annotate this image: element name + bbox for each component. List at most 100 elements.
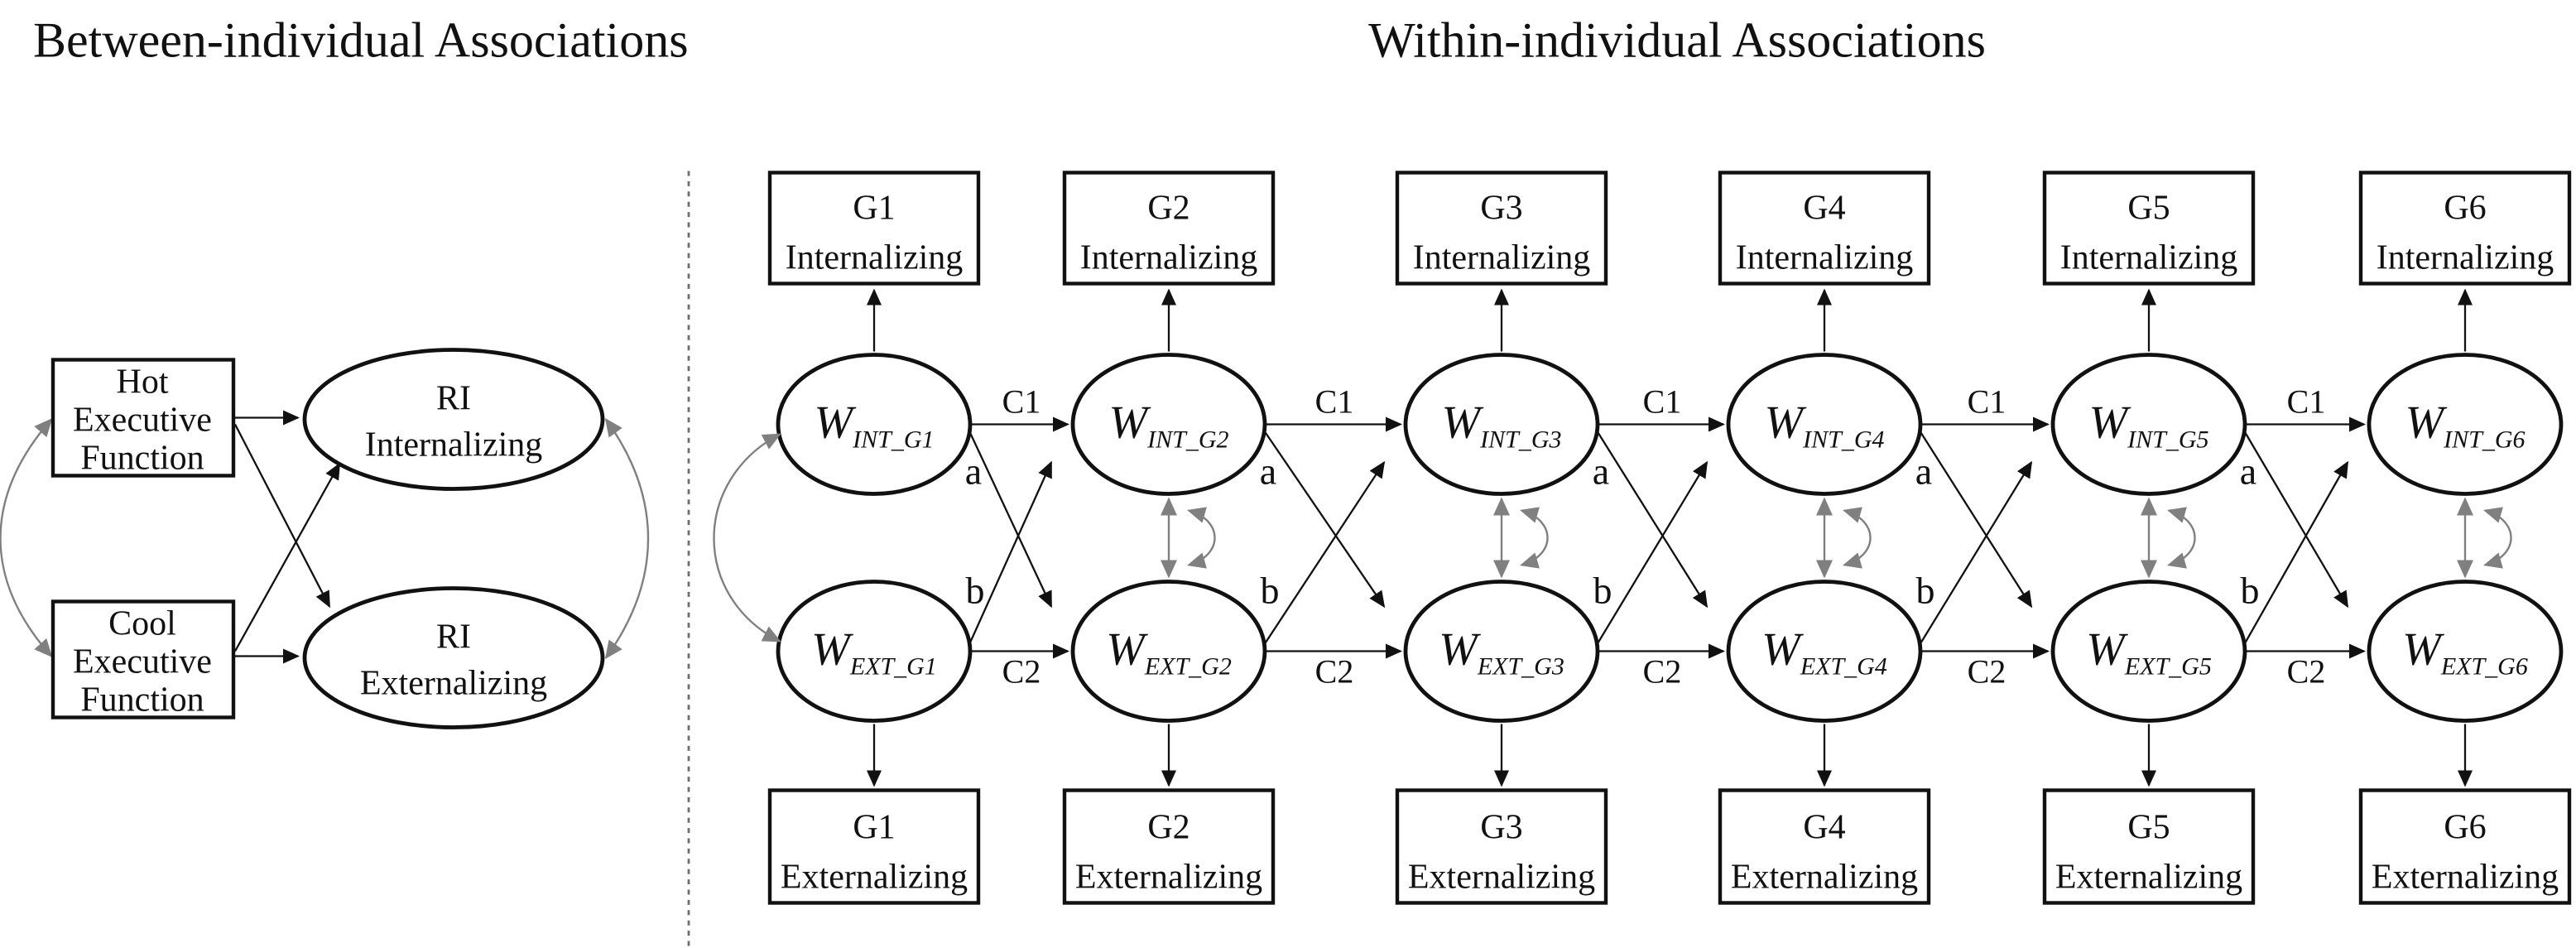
ri-int-line2: Internalizing: [365, 426, 543, 464]
ri-externalizing-ellipse: [302, 586, 605, 729]
b-label: b: [1261, 570, 1280, 612]
w-ext-g1-ellipse: [776, 580, 973, 723]
svg-text:WEXT_G2: WEXT_G2: [1106, 624, 1232, 681]
c2-label: C2: [2287, 653, 2326, 691]
ri-ext-line1: RI: [436, 618, 471, 657]
g3-internalizing-box: [1395, 171, 1608, 286]
hot-ef-box: [50, 358, 236, 478]
w-ext-g2-ellipse: [1070, 580, 1267, 723]
svg-text:Internalizing: Internalizing: [1736, 239, 1914, 277]
svg-text:WEXT_G4: WEXT_G4: [1761, 624, 1887, 681]
c1-label: C1: [1002, 383, 1041, 421]
svg-text:G6: G6: [2444, 190, 2486, 228]
c1-label: C1: [1968, 383, 2006, 421]
svg-text:G5: G5: [2127, 190, 2170, 228]
c2-label: C2: [1643, 653, 1682, 691]
g5-externalizing-box: [2042, 788, 2256, 905]
hot-ef-line2: Executive: [73, 402, 212, 440]
a-label: a: [2240, 450, 2256, 493]
g1-internalizing-box: [767, 171, 981, 286]
a-label: a: [1593, 450, 1609, 493]
w-int-g5-ellipse: [2050, 353, 2247, 496]
wave-column-g3: G3 Internalizing WINT_G3 WEXT_G3 G3 Exte…: [1395, 171, 1608, 905]
a-label: a: [1260, 450, 1276, 493]
svg-text:Externalizing: Externalizing: [2055, 859, 2242, 897]
a-arrow-g1-g2: [967, 429, 1053, 609]
svg-text:Externalizing: Externalizing: [1075, 859, 1262, 897]
svg-text:Internalizing: Internalizing: [2060, 239, 2238, 277]
wave-column-g5: G5 Internalizing WINT_G5 WEXT_G5 G5 Exte…: [2042, 171, 2256, 905]
w-int-g3-ellipse: [1403, 353, 1600, 496]
within-panel: G1 Internalizing WINT_G1 WEXT_G1 G1 Exte…: [713, 171, 2572, 905]
g6-internalizing-box: [2358, 171, 2572, 286]
svg-text:G4: G4: [1803, 190, 1845, 228]
lag-paths-g5-g6: C1 C2 a b: [2240, 383, 2366, 691]
svg-text:WEXT_G1: WEXT_G1: [811, 624, 937, 681]
svg-text:G2: G2: [1147, 190, 1189, 228]
residual-covariance-g6: [2457, 497, 2512, 579]
a-label: a: [965, 450, 982, 493]
path-hot-to-ri-ext: [233, 423, 331, 609]
g4-internalizing-box: [1718, 171, 1931, 286]
wave-column-g6: G6 Internalizing WINT_G6 WEXT_G6 G6 Exte…: [2358, 171, 2572, 905]
svg-text:WINT_G5: WINT_G5: [2088, 397, 2208, 454]
c2-label: C2: [1968, 653, 2006, 691]
g1-externalizing-box: [767, 788, 981, 905]
c2-label: C2: [1315, 653, 1354, 691]
cool-ef-box: [50, 599, 236, 719]
lag-paths-g3-g4: C1 C2 a b: [1593, 383, 1725, 691]
svg-text:Internalizing: Internalizing: [786, 239, 964, 277]
a-label: a: [1915, 450, 1932, 493]
svg-text:WINT_G1: WINT_G1: [814, 397, 934, 454]
w-int-g4-ellipse: [1726, 353, 1923, 496]
b-arrow-g2-g3: [1262, 460, 1386, 647]
svg-text:G6: G6: [2444, 809, 2486, 847]
w-int-g1-ellipse: [776, 353, 973, 496]
b-arrow-g1-g2: [967, 460, 1053, 647]
w-ext-g5-ellipse: [2050, 580, 2247, 723]
w-ext-g3-ellipse: [1403, 580, 1600, 723]
c2-label: C2: [1002, 653, 1041, 691]
svg-text:WINT_G2: WINT_G2: [1108, 397, 1228, 454]
wave-column-g1: G1 Internalizing WINT_G1 WEXT_G1 G1 Exte…: [713, 171, 981, 905]
hot-ef-line1: Hot: [117, 363, 169, 402]
a-arrow-g4-g5: [1918, 428, 2033, 609]
svg-text:Internalizing: Internalizing: [2377, 239, 2554, 277]
g4-externalizing-box: [1718, 788, 1931, 905]
svg-text:WINT_G6: WINT_G6: [2405, 397, 2525, 454]
covariance-arc-g1: [713, 433, 781, 642]
svg-text:Externalizing: Externalizing: [2372, 859, 2559, 897]
ri-int-line1: RI: [436, 380, 471, 418]
svg-text:G3: G3: [1480, 809, 1522, 847]
wave-column-g4: G4 Internalizing WINT_G4 WEXT_G4 G4 Exte…: [1718, 171, 1931, 905]
a-arrow-g5-g6: [2242, 428, 2349, 609]
b-label: b: [1593, 570, 1612, 612]
c1-label: C1: [1315, 383, 1354, 421]
covariance-arc-ri-int-ext: [604, 417, 650, 660]
g2-internalizing-box: [1062, 171, 1276, 286]
g6-externalizing-box: [2358, 788, 2572, 905]
path-cool-to-ri-int: [233, 462, 341, 652]
svg-text:G2: G2: [1147, 809, 1189, 847]
lag-paths-g2-g3: C1 C2 a b: [1260, 383, 1402, 691]
svg-text:G4: G4: [1803, 809, 1845, 847]
w-ext-g6-ellipse: [2367, 580, 2564, 723]
svg-text:Externalizing: Externalizing: [781, 859, 968, 897]
w-int-g2-ellipse: [1070, 353, 1267, 496]
residual-covariance-g5: [2141, 497, 2196, 579]
b-arrow-g3-g4: [1595, 460, 1709, 647]
covariance-arc-hot-cool: [0, 417, 53, 657]
a-arrow-g2-g3: [1262, 428, 1386, 609]
b-arrow-g5-g6: [2242, 460, 2349, 647]
cool-ef-line1: Cool: [108, 605, 176, 643]
g5-internalizing-box: [2042, 171, 2256, 286]
svg-text:G3: G3: [1480, 190, 1522, 228]
cool-ef-line3: Function: [80, 681, 204, 719]
a-arrow-g3-g4: [1595, 428, 1709, 609]
left-panel-title: Between-individual Associations: [33, 13, 689, 68]
svg-text:Internalizing: Internalizing: [1080, 239, 1258, 277]
right-panel-title: Within-individual Associations: [1368, 13, 1986, 68]
svg-text:Internalizing: Internalizing: [1413, 239, 1591, 277]
g3-externalizing-box: [1395, 788, 1608, 905]
